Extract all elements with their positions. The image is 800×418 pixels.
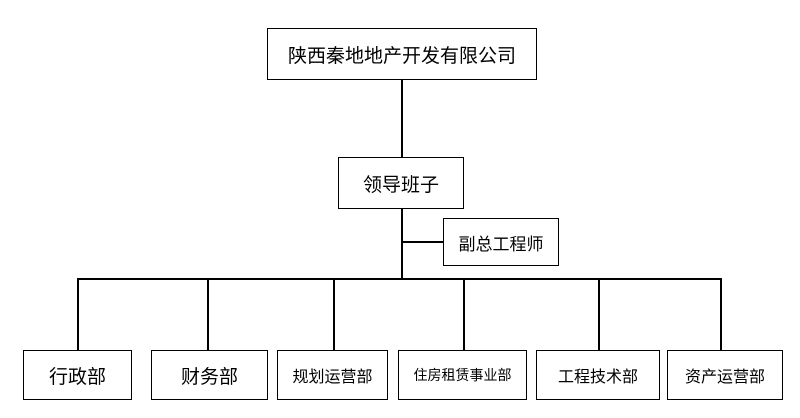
department-node-housing-rental: 住房租赁事业部 [398, 350, 527, 400]
connector-dept-2 [207, 278, 209, 350]
department-bus-line [77, 278, 721, 280]
leadership-node: 领导班子 [338, 157, 464, 209]
connector-dept-4 [463, 278, 465, 350]
department-node-planning-operations: 规划运营部 [277, 350, 388, 400]
department-label: 财务部 [180, 365, 238, 388]
connector-dept-1 [77, 278, 79, 350]
connector-leadership-to-departments [401, 209, 403, 279]
connector-dept-6 [720, 278, 722, 350]
department-label: 行政部 [48, 365, 106, 388]
connector-dept-5 [598, 278, 600, 350]
connector-root-to-leadership [401, 80, 403, 157]
department-node-admin: 行政部 [23, 350, 132, 400]
vice-chief-engineer-node: 副总工程师 [443, 218, 559, 266]
vice-chief-engineer-label: 副总工程师 [458, 234, 544, 255]
company-node: 陕西秦地地产开发有限公司 [267, 28, 537, 80]
company-label: 陕西秦地地产开发有限公司 [287, 44, 516, 67]
department-label: 规划运营部 [292, 367, 373, 386]
leadership-label: 领导班子 [362, 173, 439, 196]
connector-dept-3 [333, 278, 335, 350]
connector-to-vice-chief-engineer [401, 241, 443, 243]
department-node-engineering-technology: 工程技术部 [536, 350, 660, 400]
department-label: 工程技术部 [557, 367, 638, 386]
department-node-asset-operations: 资产运营部 [667, 350, 783, 400]
department-label: 住房租赁事业部 [413, 368, 512, 384]
department-node-finance: 财务部 [151, 350, 268, 400]
department-label: 资产运营部 [684, 367, 765, 386]
